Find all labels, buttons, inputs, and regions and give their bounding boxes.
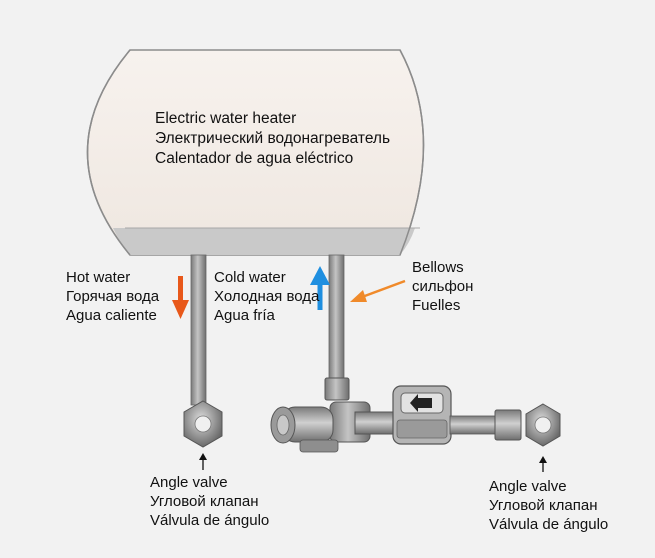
flow-sensor bbox=[392, 385, 452, 445]
angle-valve-right-label: Angle valve Угловой клапан Válvula de án… bbox=[489, 477, 608, 534]
angle-valve-left-label: Angle valve Угловой клапан Válvula de án… bbox=[150, 473, 269, 530]
cold-water-pipe bbox=[324, 254, 350, 401]
heater-label-ru: Электрический водонагреватель bbox=[155, 130, 391, 147]
tank-water-level bbox=[113, 228, 415, 255]
water-heater-tank bbox=[86, 49, 425, 256]
angle-valve-left-label-es: Válvula de ángulo bbox=[150, 512, 270, 529]
cold-water-label: Cold water Холодная вода Agua fría bbox=[214, 268, 319, 325]
hot-water-label-es: Agua caliente bbox=[66, 307, 157, 324]
heater-label-en: Electric water heater bbox=[155, 110, 297, 127]
hot-water-label-en: Hot water bbox=[66, 269, 131, 286]
bellows-label-es: Fuelles bbox=[412, 297, 461, 314]
hot-water-pipe bbox=[183, 254, 223, 448]
cold-water-label-es: Agua fría bbox=[214, 307, 275, 324]
flow-direction-arrow bbox=[410, 394, 432, 412]
heater-label-es: Calentador de agua eléctrico bbox=[155, 150, 354, 167]
heater-label: Electric water heater Электрический водо… bbox=[155, 109, 390, 169]
angle-valve-right-label-en: Angle valve bbox=[489, 478, 567, 495]
angle-valve-left-label-en: Angle valve bbox=[150, 474, 228, 491]
bellows-label: Bellows сильфон Fuelles bbox=[412, 258, 473, 315]
angle-valve-right-label-es: Válvula de ángulo bbox=[489, 516, 609, 533]
cold-water-label-en: Cold water bbox=[214, 269, 286, 286]
angle-valve-right-label-ru: Угловой клапан bbox=[489, 497, 598, 514]
cold-water-label-ru: Холодная вода bbox=[214, 288, 320, 305]
hot-water-label: Hot water Горячая вода Agua caliente bbox=[66, 268, 159, 325]
bellows-label-en: Bellows bbox=[412, 259, 464, 276]
booster-pump bbox=[270, 401, 396, 453]
valve-pointer-arrow bbox=[539, 456, 547, 472]
outlet-pipe bbox=[449, 403, 561, 447]
valve-pointer-arrow bbox=[199, 453, 207, 470]
bellows-fitting bbox=[324, 377, 350, 401]
cold-flow-arrow bbox=[310, 266, 330, 310]
bellows-pointer-arrow bbox=[350, 279, 406, 302]
hot-flow-arrow bbox=[172, 276, 189, 319]
hot-water-label-ru: Горячая вода bbox=[66, 288, 160, 305]
bellows-label-ru: сильфон bbox=[412, 278, 474, 295]
angle-valve-left-label-ru: Угловой клапан bbox=[150, 493, 259, 510]
